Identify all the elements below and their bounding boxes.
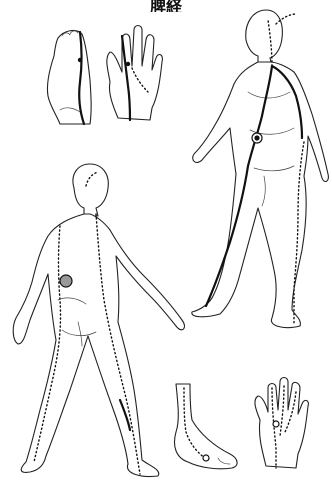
foot-medial-view	[47, 31, 91, 124]
acupoint-marker-foot-side	[203, 455, 209, 461]
acupoint-marker-hand	[126, 62, 130, 66]
acupoint-marker-hand-dorsal	[273, 421, 279, 427]
hand-dorsal-view	[255, 378, 308, 469]
hand-palm-view	[107, 26, 163, 121]
acupoint-marker-back	[60, 275, 72, 287]
figure-front-view	[192, 10, 329, 328]
acupoint-marker-foot	[78, 58, 82, 62]
figure-back-view	[13, 164, 184, 477]
foot-side-view	[175, 384, 238, 469]
